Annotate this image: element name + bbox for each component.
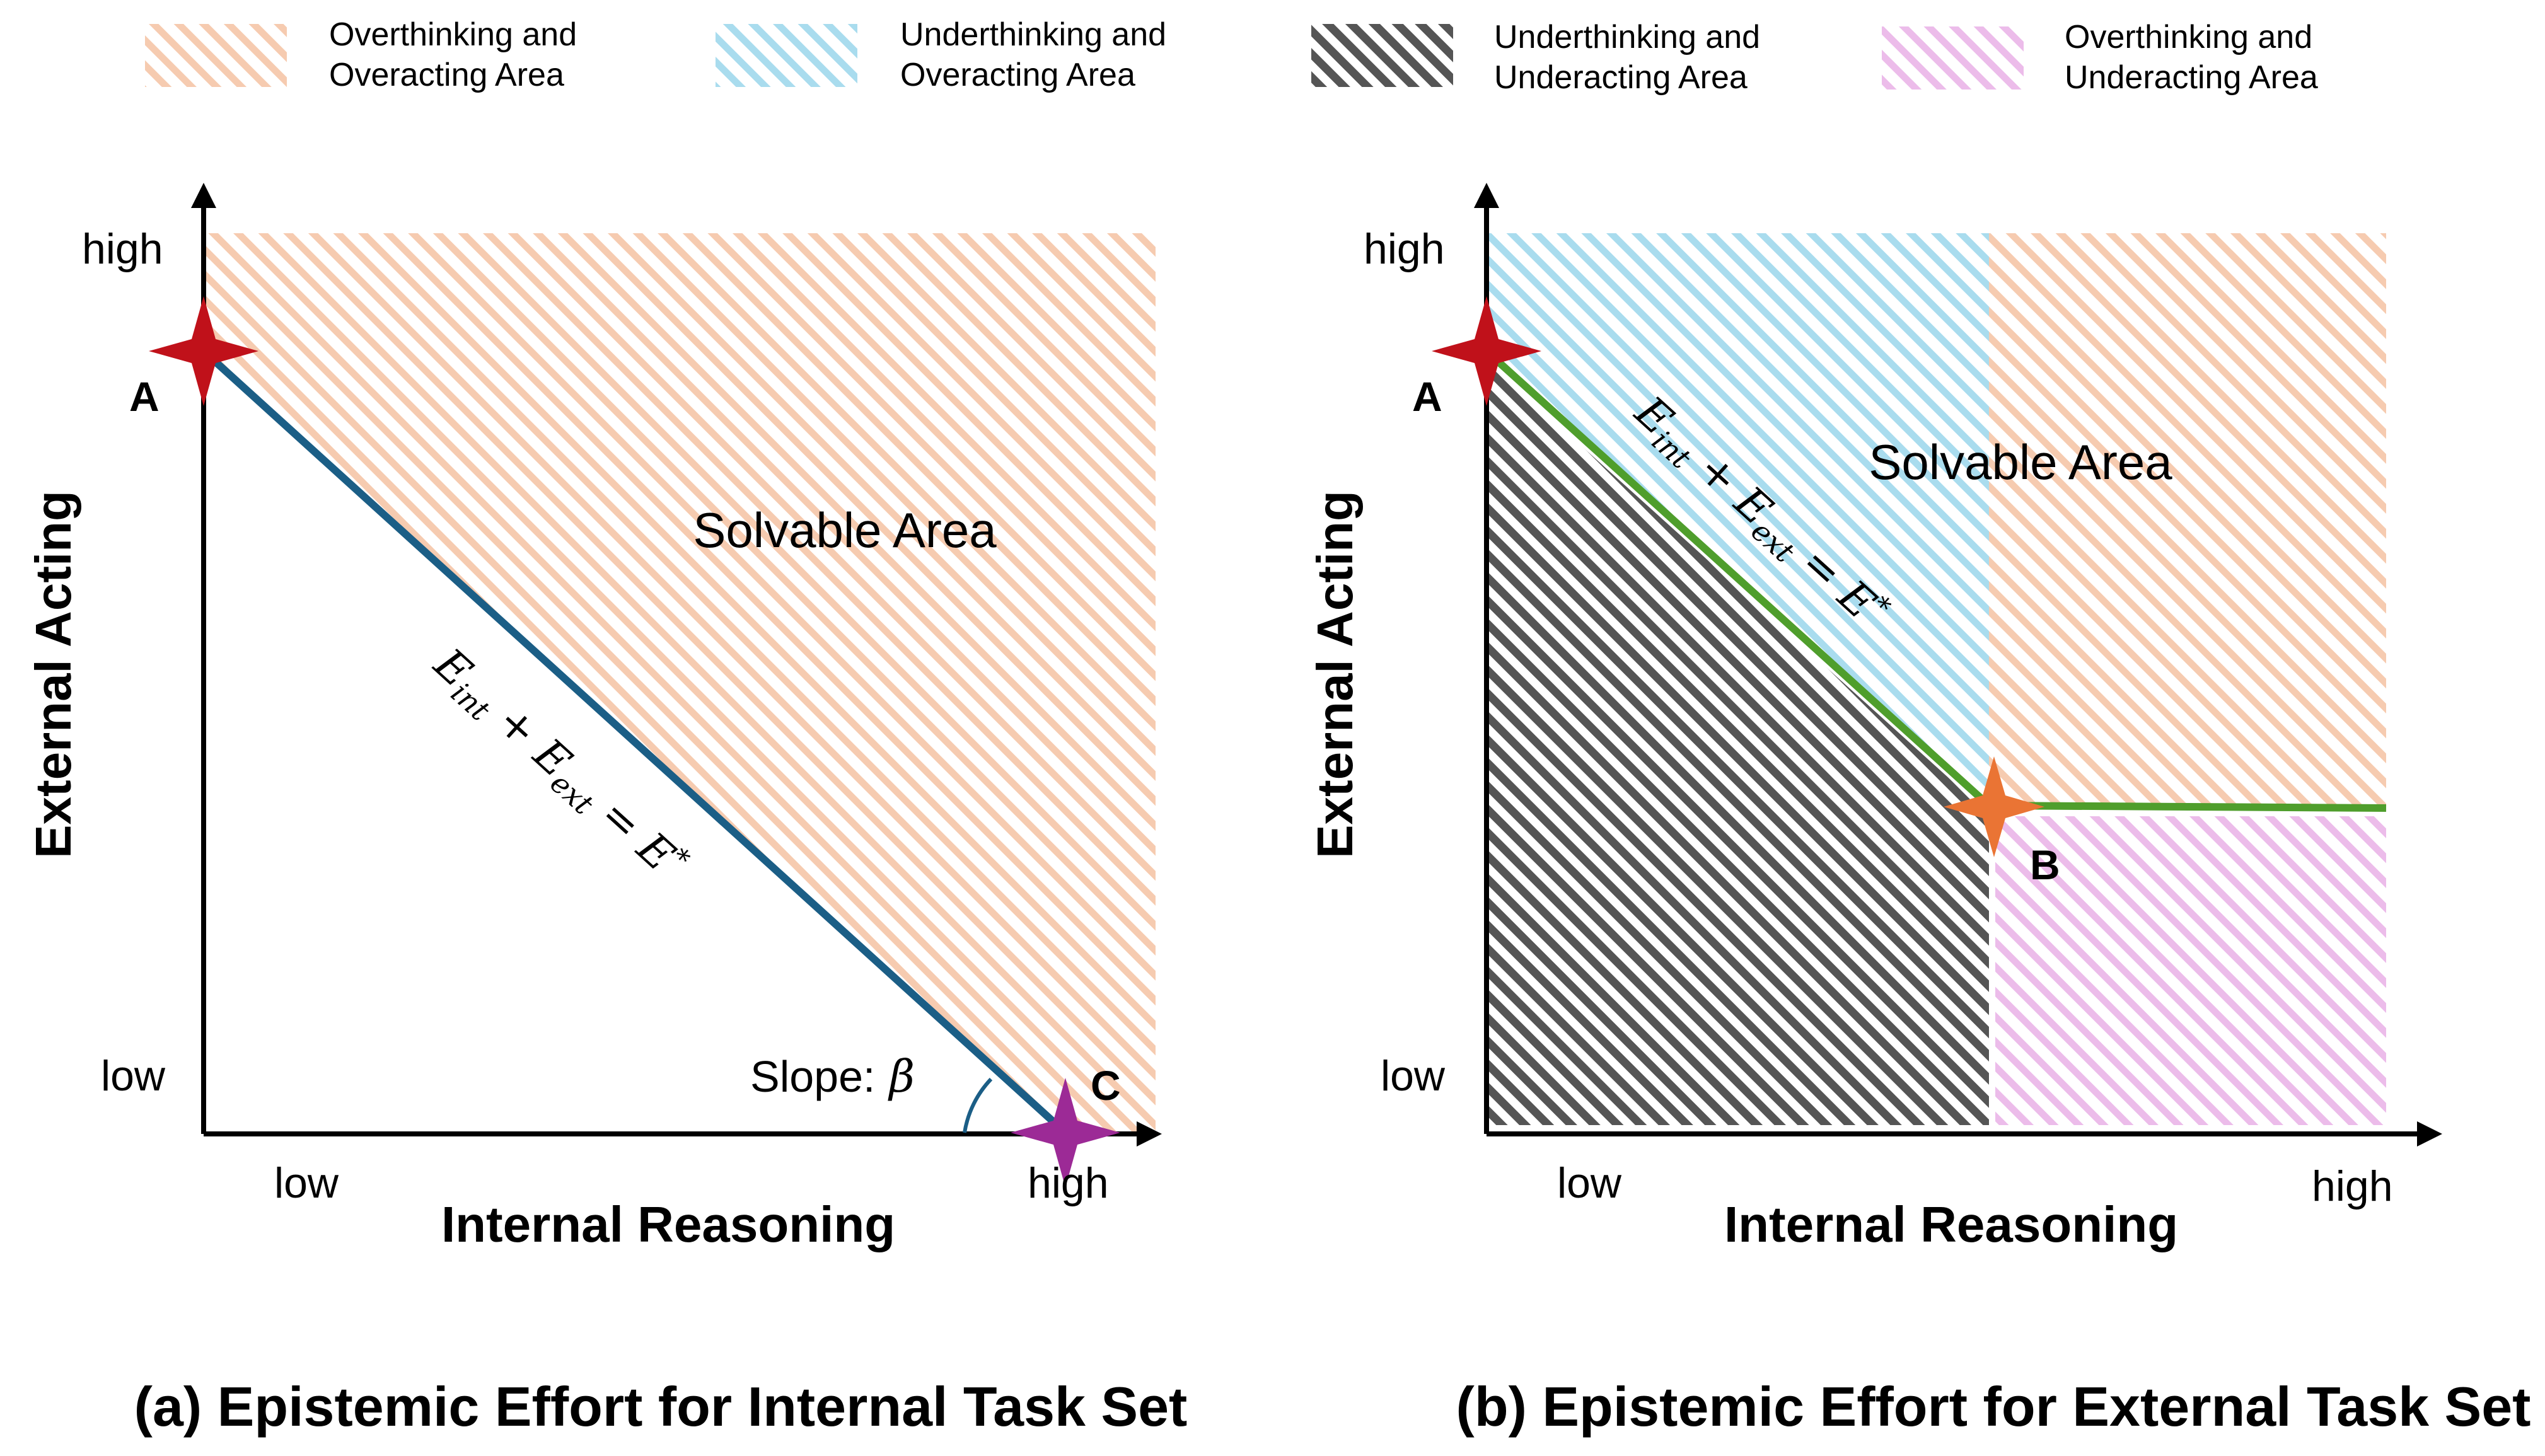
legend-label-line1: Overthinking and	[2065, 19, 2312, 55]
x-tick-high: high	[2312, 1162, 2393, 1210]
x-tick-high: high	[1028, 1159, 1109, 1207]
legend-item-underthinking-overacting: Underthinking and Overacting Area	[716, 16, 1166, 93]
panel-b: high low low high Internal Reasoning Ext…	[1307, 183, 2531, 1438]
x-axis-label: Internal Reasoning	[441, 1196, 895, 1252]
overthinking-overacting-region	[204, 233, 1156, 1133]
solvable-area-label: Solvable Area	[693, 502, 997, 558]
x-axis-label: Internal Reasoning	[1724, 1196, 2178, 1252]
y-axis-label: External Acting	[1307, 490, 1363, 858]
point-a-label: A	[1412, 373, 1442, 420]
legend: Overthinking and Overacting Area Underth…	[145, 16, 2318, 96]
slope-symbol: β	[887, 1051, 914, 1102]
slope-annotation: Slope: β	[750, 1051, 915, 1102]
y-tick-low: low	[101, 1052, 166, 1100]
panel-b-caption: (b) Epistemic Effort for External Task S…	[1456, 1375, 2531, 1438]
panel-a-caption: (a) Epistemic Effort for Internal Task S…	[134, 1375, 1188, 1438]
legend-swatch-gray	[1311, 24, 1453, 87]
legend-label-line1: Overthinking and	[329, 16, 577, 53]
star-b	[1944, 756, 2044, 857]
star-a	[149, 296, 258, 406]
y-tick-high: high	[82, 225, 163, 273]
slope-label: Slope:	[750, 1052, 875, 1101]
budget-line	[200, 348, 1069, 1136]
star-c	[1011, 1078, 1120, 1187]
legend-item-overthinking-overacting: Overthinking and Overacting Area	[145, 16, 577, 93]
star-a	[1432, 296, 1541, 406]
legend-label-line2: Underacting Area	[1494, 59, 1748, 96]
legend-label-line2: Underacting Area	[2065, 59, 2318, 96]
legend-label-line2: Overacting Area	[900, 57, 1135, 93]
slope-angle-arc	[963, 1077, 993, 1133]
underthinking-overacting-region	[1487, 233, 1989, 806]
panel-a: high low low high Internal Reasoning Ext…	[25, 183, 1188, 1438]
legend-item-overthinking-underacting: Overthinking and Underacting Area	[1882, 19, 2318, 96]
legend-label-line1: Underthinking and	[1494, 19, 1760, 55]
x-tick-low: low	[1557, 1159, 1622, 1207]
legend-item-underthinking-underacting: Underthinking and Underacting Area	[1311, 19, 1760, 96]
y-axis-label: External Acting	[25, 490, 81, 858]
legend-label-line2: Overacting Area	[329, 57, 564, 93]
underthinking-underacting-region	[1489, 362, 1989, 1125]
legend-label-line1: Underthinking and	[900, 16, 1166, 53]
legend-swatch-blue	[716, 24, 857, 87]
x-tick-low: low	[274, 1159, 339, 1207]
legend-swatch-orange	[145, 24, 287, 87]
point-b-label: B	[2030, 841, 2060, 888]
overthinking-underacting-region	[1995, 816, 2386, 1125]
overthinking-overacting-region	[1989, 233, 2386, 807]
y-tick-high: high	[1364, 225, 1445, 273]
legend-swatch-pink	[1882, 26, 2024, 90]
solvable-area-label: Solvable Area	[1869, 434, 2172, 490]
y-tick-low: low	[1381, 1052, 1446, 1100]
point-c-label: C	[1091, 1062, 1121, 1109]
point-a-label: A	[129, 373, 159, 420]
